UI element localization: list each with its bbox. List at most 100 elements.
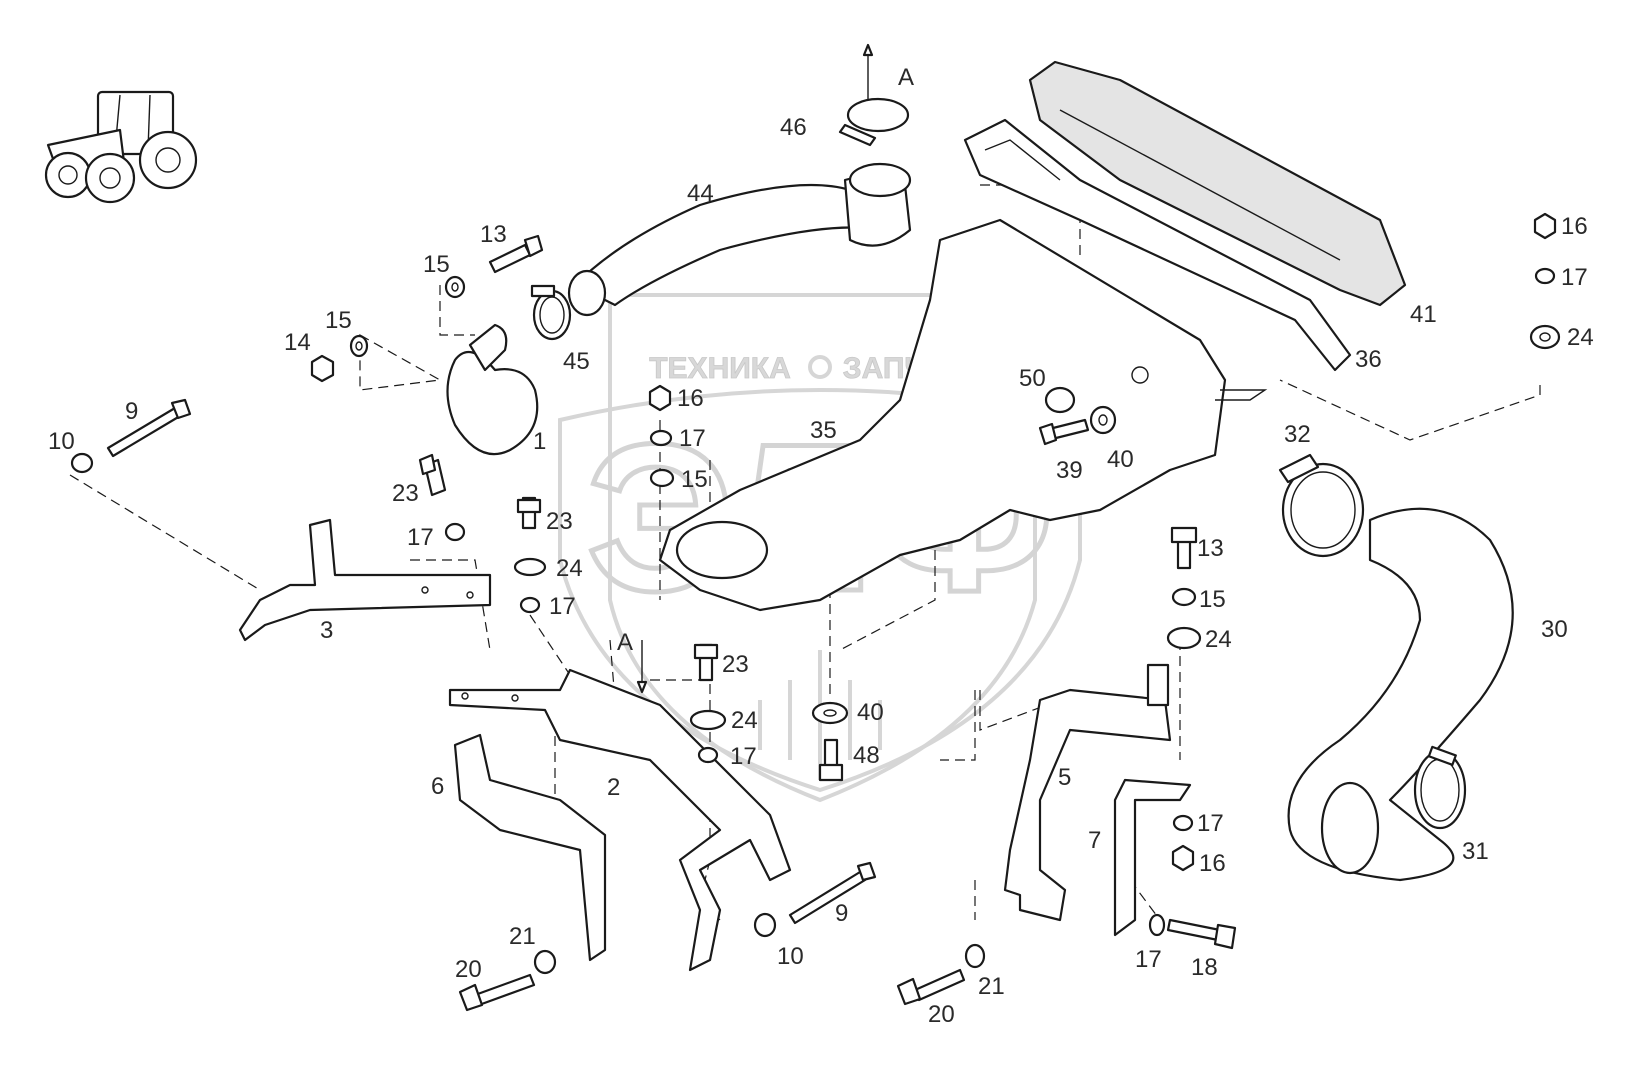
callout-10-upper: 10 bbox=[48, 428, 75, 455]
callout-16-top-right: 16 bbox=[1561, 213, 1588, 240]
callout-48: 48 bbox=[853, 742, 880, 769]
part-23-bolt-center-left bbox=[516, 496, 542, 530]
part-41-top-cover bbox=[1028, 60, 1407, 307]
part-1-air-scoop bbox=[446, 323, 539, 456]
callout-5: 5 bbox=[1058, 764, 1071, 791]
callout-31: 31 bbox=[1462, 838, 1489, 865]
part-13-bolt-top bbox=[488, 234, 544, 274]
callout-9-lower: 9 bbox=[835, 900, 848, 927]
part-24-washer-center bbox=[689, 709, 727, 731]
callout-6: 6 bbox=[431, 773, 444, 800]
callout-3: 3 bbox=[320, 617, 333, 644]
part-24-washer-right-top bbox=[1529, 324, 1561, 350]
callout-21-left: 21 bbox=[509, 923, 536, 950]
callout-7: 7 bbox=[1088, 827, 1101, 854]
part-48-bolt bbox=[818, 738, 844, 782]
part-21-washer-right bbox=[964, 943, 986, 969]
part-50-grommet bbox=[1044, 386, 1076, 414]
callout-24-center-left: 24 bbox=[556, 555, 583, 582]
callout-24-center: 24 bbox=[731, 707, 758, 734]
part-24-washer-right bbox=[1166, 626, 1202, 650]
tractor-icon bbox=[44, 90, 198, 204]
part-10-washer-left bbox=[70, 452, 94, 474]
part-17-lockwasher-right-top bbox=[1534, 267, 1556, 285]
part-20-bolt-right bbox=[896, 968, 966, 1006]
view-arrow-a-mid bbox=[636, 640, 648, 694]
part-39-bolt bbox=[1038, 418, 1090, 446]
view-marker-a-mid: A bbox=[617, 629, 633, 656]
callout-15-center: 15 bbox=[681, 466, 708, 493]
callout-15-left: 15 bbox=[325, 307, 352, 334]
callout-24-right: 24 bbox=[1205, 626, 1232, 653]
watermark-inner-shield bbox=[558, 388, 1082, 793]
callout-40-right: 40 bbox=[1107, 446, 1134, 473]
part-24-washer-center-left bbox=[513, 557, 547, 577]
part-21-washer-left bbox=[533, 949, 557, 975]
view-marker-a-top: A bbox=[898, 64, 914, 91]
part-36-duct-frame bbox=[963, 118, 1352, 372]
part-15-washer-left bbox=[349, 334, 369, 358]
callout-46: 46 bbox=[780, 114, 807, 141]
part-3-bracket bbox=[238, 518, 492, 642]
callout-21-right: 21 bbox=[978, 973, 1005, 1000]
callout-44: 44 bbox=[687, 180, 714, 207]
callout-39: 39 bbox=[1056, 457, 1083, 484]
watermark-gear-icon bbox=[808, 355, 832, 379]
callout-24-top-right: 24 bbox=[1567, 324, 1594, 351]
callout-23-center-left: 23 bbox=[546, 508, 573, 535]
part-16-nut-right-top bbox=[1533, 212, 1557, 240]
part-2-bracket bbox=[448, 668, 792, 972]
part-23-bolt-center bbox=[693, 643, 719, 682]
part-35-mounting-plate bbox=[658, 218, 1268, 612]
callout-23-left: 23 bbox=[392, 480, 419, 507]
callout-9-upper: 9 bbox=[125, 398, 138, 425]
callout-35: 35 bbox=[810, 417, 837, 444]
part-45-hose-clamp bbox=[530, 284, 572, 341]
callout-14: 14 bbox=[284, 329, 311, 356]
part-10-washer-lower bbox=[753, 912, 777, 938]
callout-17-center: 17 bbox=[679, 425, 706, 452]
callout-20-right: 20 bbox=[928, 1001, 955, 1028]
part-17-lockwasher-bottom bbox=[1148, 913, 1166, 937]
callout-17-top-right: 17 bbox=[1561, 264, 1588, 291]
part-16-nut-right-low bbox=[1171, 844, 1195, 872]
callout-1: 1 bbox=[533, 428, 546, 455]
callout-41: 41 bbox=[1410, 301, 1437, 328]
callout-16-center: 16 bbox=[677, 385, 704, 412]
part-23-bolt-left bbox=[418, 453, 447, 497]
callout-17-right-low: 17 bbox=[1197, 810, 1224, 837]
watermark-text-left: ТЕХНИКА bbox=[649, 352, 791, 385]
watermark-shield bbox=[608, 293, 1037, 803]
callout-45: 45 bbox=[563, 348, 590, 375]
callout-36: 36 bbox=[1355, 346, 1382, 373]
part-15-washer-center bbox=[649, 468, 675, 488]
callout-20-left: 20 bbox=[455, 956, 482, 983]
callout-numbers: 1 2 3 5 6 7 9 9 10 10 13 13 14 15 15 15 … bbox=[48, 114, 1594, 1028]
callout-40-center: 40 bbox=[857, 699, 884, 726]
part-16-nut-center bbox=[648, 384, 672, 412]
callout-2: 2 bbox=[607, 774, 620, 801]
part-40-washer-center bbox=[811, 701, 849, 725]
callout-16-lower-right: 16 bbox=[1199, 850, 1226, 877]
part-17-lockwasher-center bbox=[649, 429, 673, 447]
part-15-washer-top bbox=[444, 275, 466, 299]
part-18-bolt bbox=[1166, 918, 1237, 950]
part-13-bolt-right bbox=[1170, 526, 1198, 570]
part-30-air-hose bbox=[1287, 507, 1514, 882]
callout-17-left: 17 bbox=[407, 524, 434, 551]
callout-23-center: 23 bbox=[722, 651, 749, 678]
part-6-bracket bbox=[453, 733, 607, 962]
callout-10-lower: 10 bbox=[777, 943, 804, 970]
callout-17-center-low: 17 bbox=[730, 743, 757, 770]
callout-30: 30 bbox=[1541, 616, 1568, 643]
part-9-bolt-left bbox=[106, 398, 192, 458]
part-7-bracket bbox=[1113, 778, 1192, 937]
part-40-washer-right bbox=[1089, 405, 1117, 435]
callout-32: 32 bbox=[1284, 421, 1311, 448]
part-17-lockwasher-center-left bbox=[519, 596, 541, 614]
part-44-intake-hose bbox=[567, 162, 912, 317]
part-17-lockwasher-right-low bbox=[1172, 814, 1194, 832]
part-17-lockwasher-center-low bbox=[697, 746, 719, 764]
